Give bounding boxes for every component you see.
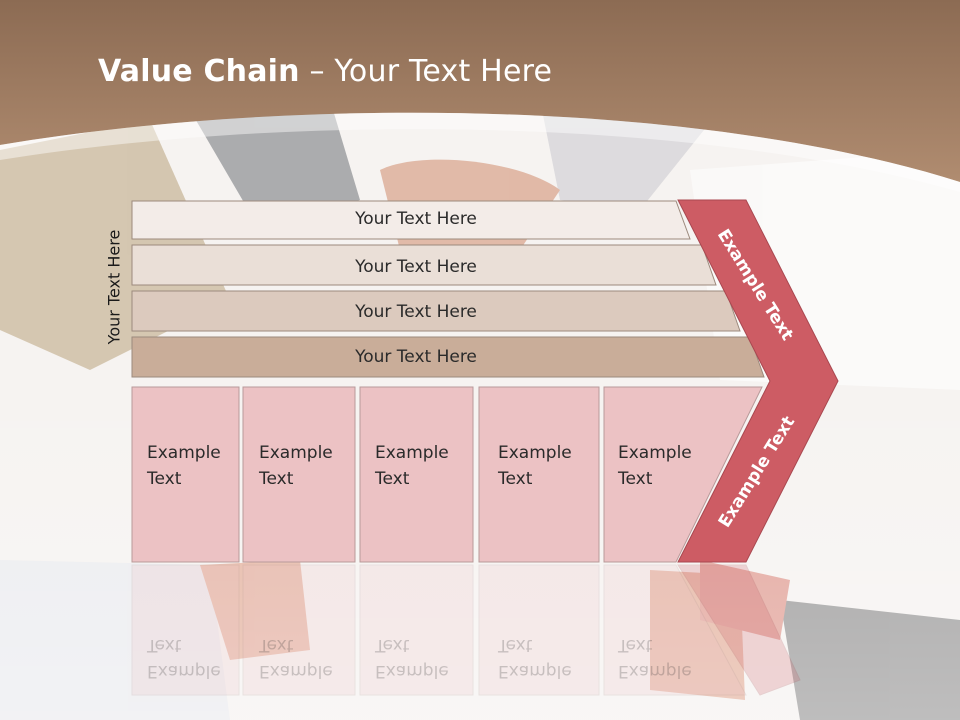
box-reflection-4: [478, 564, 600, 696]
box-label-1-line2: Text: [147, 469, 182, 489]
row-label-2: Your Text Here: [355, 257, 477, 277]
box-label-4-line2: Text: [498, 469, 533, 489]
reflection-1-line2: Text: [147, 635, 182, 655]
reflection-2-line1: Example: [259, 661, 333, 681]
reflection-4-line2: Text: [498, 635, 533, 655]
box-label-2-line2: Text: [259, 469, 294, 489]
reflection-3-line2: Text: [375, 635, 410, 655]
row-bar-1: [131, 200, 691, 240]
reflection-1-line1: Example: [147, 661, 221, 681]
reflection-4: Example Text: [498, 632, 572, 684]
box-label-3: Example Text: [375, 440, 449, 492]
title-bold: Value Chain: [98, 54, 300, 89]
row-label-1: Your Text Here: [355, 209, 477, 229]
box-label-3-line2: Text: [375, 469, 410, 489]
box-4: [478, 386, 600, 563]
box-label-4: Example Text: [498, 440, 572, 492]
box-3: [359, 386, 474, 563]
row-label-3: Your Text Here: [355, 302, 477, 322]
box-label-5-line2: Text: [618, 469, 653, 489]
row-bar-4: [131, 336, 765, 378]
row-label-4: Your Text Here: [355, 347, 477, 367]
box-label-2: Example Text: [259, 440, 333, 492]
box-label-5: Example Text: [618, 440, 692, 492]
reflection-2-line2: Text: [259, 635, 294, 655]
side-label: Your Text Here: [104, 229, 124, 345]
header-band: [0, 0, 960, 182]
reflection-2: Example Text: [259, 632, 333, 684]
title-rest: – Your Text Here: [299, 54, 553, 89]
reflection-5-line1: Example: [618, 661, 692, 681]
box-reflection-2: [242, 564, 356, 696]
box-5: [603, 386, 763, 563]
box-2: [242, 386, 356, 563]
box-label-3-line1: Example: [375, 443, 449, 463]
box-label-1: Example Text: [147, 440, 221, 492]
reflection-3: Example Text: [375, 632, 449, 684]
box-label-2-line1: Example: [259, 443, 333, 463]
page-title: Value Chain – Your Text Here: [98, 54, 552, 89]
reflection-3-line1: Example: [375, 661, 449, 681]
chevron-reflection: [677, 564, 801, 696]
reflection-1: Example Text: [147, 632, 221, 684]
reflection-5-line2: Text: [618, 635, 653, 655]
reflection-5: Example Text: [618, 632, 692, 684]
box-reflection-1: [131, 564, 240, 696]
reflection-4-line1: Example: [498, 661, 572, 681]
row-bar-3: [131, 290, 741, 332]
box-reflection-5: [603, 564, 747, 696]
box-1: [131, 386, 240, 563]
chevron-arrow: [677, 199, 839, 563]
box-label-4-line1: Example: [498, 443, 572, 463]
box-label-1-line1: Example: [147, 443, 221, 463]
row-bar-2: [131, 244, 717, 286]
box-label-5-line1: Example: [618, 443, 692, 463]
box-reflection-3: [359, 564, 474, 696]
